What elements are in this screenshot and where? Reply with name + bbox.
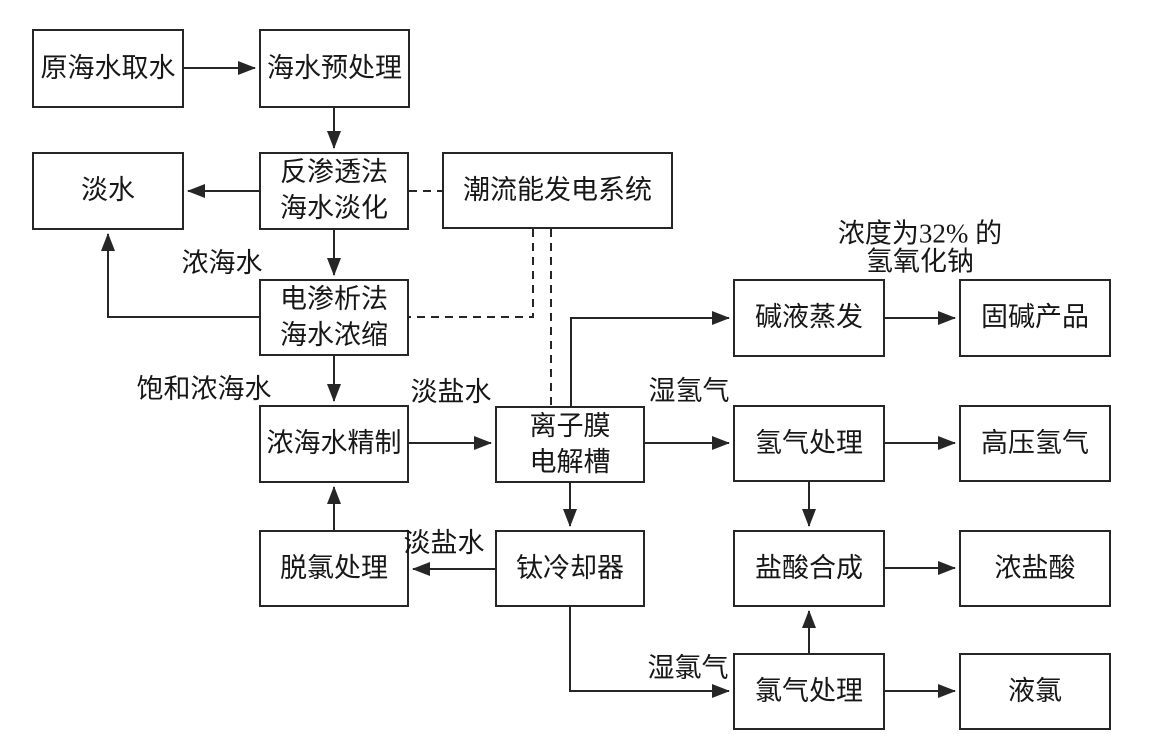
node-titanium-cooler: 钛冷却器 [495, 530, 645, 607]
node-seawater-pretreatment: 海水预处理 [259, 29, 410, 108]
node-hcl-synthesis: 盐酸合成 [733, 530, 885, 607]
node-liquid-chlorine: 液氯 [959, 653, 1111, 730]
node-electrodialysis-concentration: 电渗析法 海水浓缩 [259, 279, 409, 356]
flow-label-dilute-brine-top: 淡盐水 [410, 376, 492, 407]
node-concentrated-hcl: 浓盐酸 [959, 530, 1111, 607]
node-solid-alkali-product: 固碱产品 [959, 279, 1111, 357]
flow-label-naoh-32-percent: 浓度为32% 的 氢氧化钠 [837, 218, 1003, 277]
node-raw-seawater-intake: 原海水取水 [32, 29, 184, 108]
flow-label-dilute-brine-bottom: 淡盐水 [403, 527, 485, 558]
node-hydrogen-treatment: 氢气处理 [733, 405, 885, 482]
edge-tidal-to-electrodialysis-dashed [409, 229, 534, 318]
node-concentrated-brine-refining: 浓海水精制 [259, 405, 409, 483]
edge-cooler-to-chlorine [569, 607, 730, 698]
node-ion-membrane-electrolyzer: 离子膜 电解槽 [495, 406, 645, 483]
flow-label-wet-chlorine: 湿氯气 [647, 652, 729, 683]
node-high-pressure-hydrogen: 高压氢气 [959, 405, 1111, 482]
node-reverse-osmosis-desalination: 反渗透法 海水淡化 [259, 152, 409, 230]
flow-label-concentrated-seawater: 浓海水 [181, 247, 263, 278]
node-chlorine-treatment: 氯气处理 [733, 653, 885, 730]
flow-label-saturated-concentrated-seawater: 饱和浓海水 [136, 373, 272, 404]
node-dechlorination-treatment: 脱氯处理 [259, 530, 409, 607]
flow-label-wet-hydrogen: 湿氢气 [648, 375, 730, 406]
node-alkali-evaporation: 碱液蒸发 [733, 279, 885, 357]
node-freshwater: 淡水 [32, 152, 184, 230]
edge-electrodialysis-to-freshwater [101, 233, 259, 318]
node-tidal-current-power-system: 潮流能发电系统 [442, 152, 673, 229]
edge-electrolyzer-to-alkali-evaporation [570, 311, 730, 406]
